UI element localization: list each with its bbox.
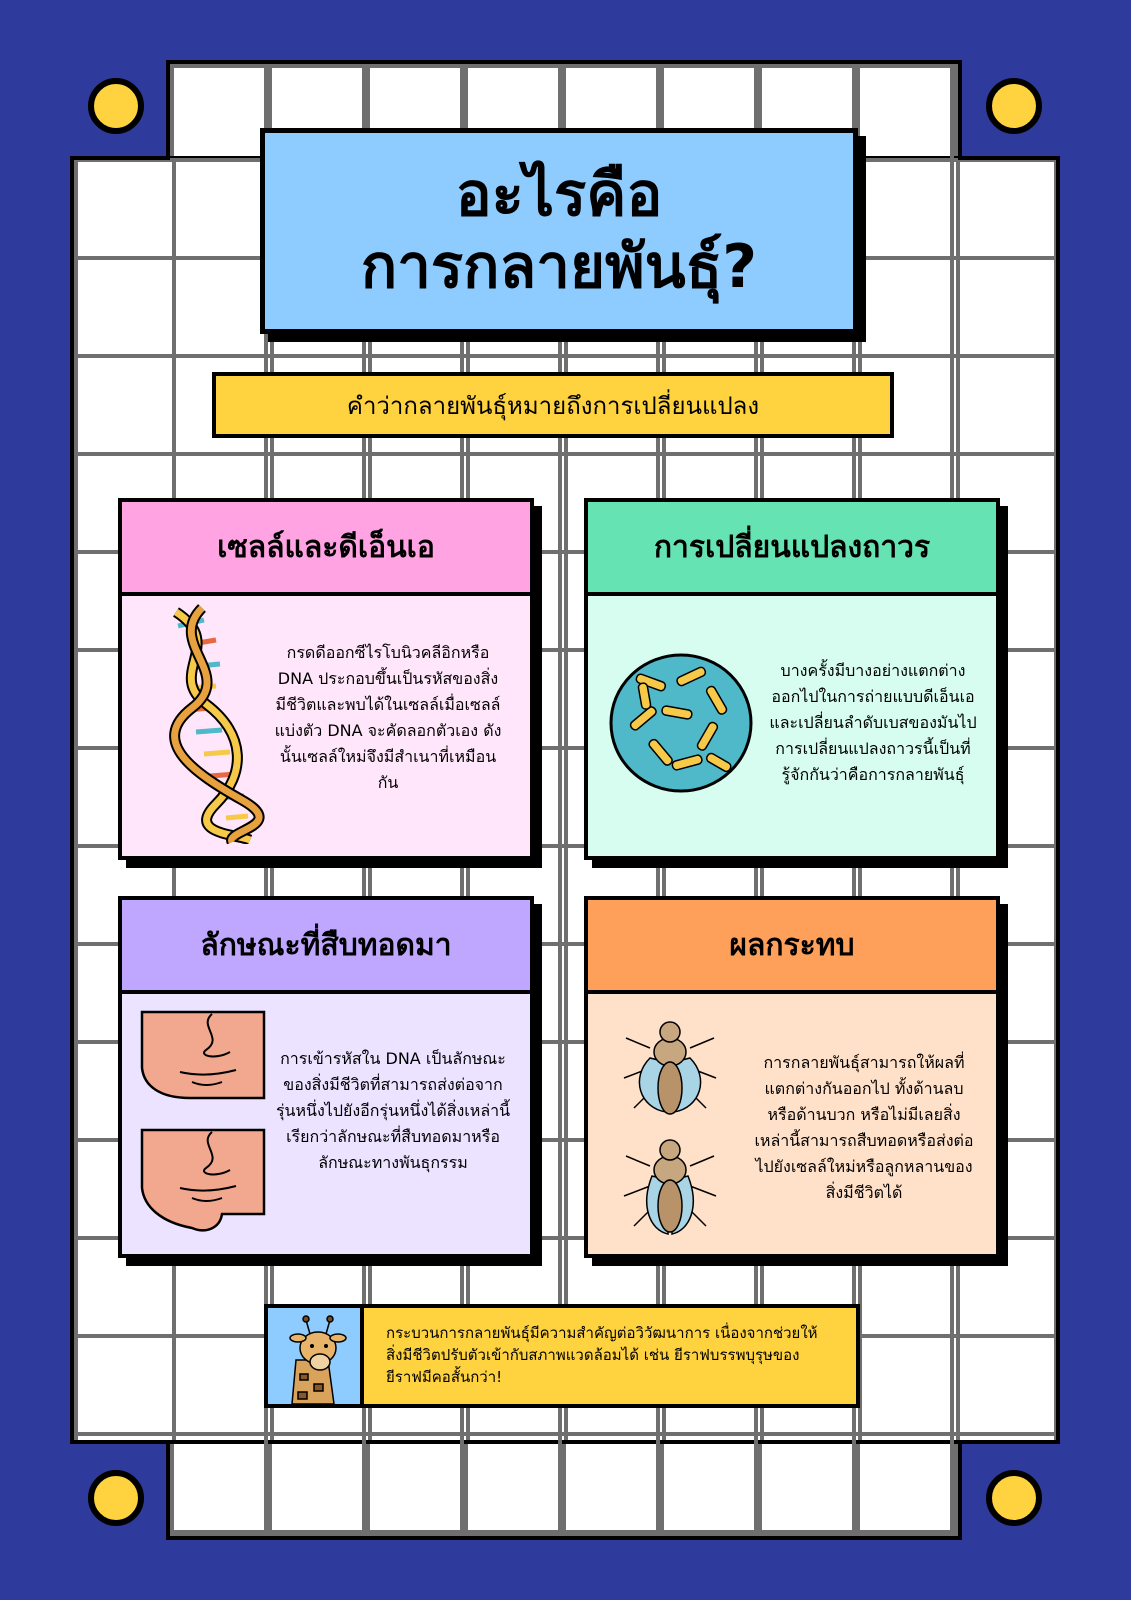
corner-dot-top-right — [986, 78, 1042, 134]
card-text: กรดดีออกซีไรโบนิวคลีอิกหรือ DNA ประกอบขึ… — [274, 643, 502, 792]
footer-note: กระบวนการกลายพันธุ์มีความสำคัญต่อวิวัฒนา… — [264, 1304, 860, 1408]
giraffe-icon — [289, 1315, 347, 1404]
card-cells-dna: เซลล์และดีเอ็นเอ กรดดีออกซีไรโบนิวคลีอิก… — [118, 498, 534, 860]
card-body: การเข้ารหัสใน DNA เป็นลักษณะของสิ่งมีชีว… — [122, 994, 530, 1254]
card-text: การเข้ารหัสใน DNA เป็นลักษณะของสิ่งมีชีว… — [275, 1049, 511, 1172]
subtitle-banner: คำว่ากลายพันธุ์หมายถึงการเปลี่ยนแปลง — [212, 372, 894, 438]
card-inherited-traits: ลักษณะที่สืบทอดมา การเข้ารหัสใน DNA เป็น… — [118, 896, 534, 1258]
corner-dot-bottom-right — [986, 1470, 1042, 1526]
card-body: บางครั้งมีบางอย่างแตกต่างออกไปในการถ่ายแ… — [588, 596, 996, 856]
footer-picture — [268, 1308, 364, 1404]
page-title: อะไรคือ การกลายพันธุ์? — [260, 128, 858, 334]
card-permanent-change: การเปลี่ยนแปลงถาวร บางครั้งมีบางอย่างแตก… — [584, 498, 1000, 860]
card-body: การกลายพันธุ์สามารถให้ผลที่แตกต่างกันออก… — [588, 994, 996, 1254]
chromosome-cell-icon — [609, 653, 753, 793]
flies-icon — [623, 1021, 717, 1235]
card-heading: ลักษณะที่สืบทอดมา — [122, 900, 530, 994]
faces-icon — [140, 1010, 266, 1232]
corner-dot-top-left — [88, 78, 144, 134]
card-body: กรดดีออกซีไรโบนิวคลีอิกหรือ DNA ประกอบขึ… — [122, 596, 530, 856]
card-heading: การเปลี่ยนแปลงถาวร — [588, 502, 996, 596]
corner-dot-bottom-left — [88, 1470, 144, 1526]
card-heading: ผลกระทบ — [588, 900, 996, 994]
title-line-1: อะไรคือ — [455, 160, 663, 230]
card-text: การกลายพันธุ์สามารถให้ผลที่แตกต่างกันออก… — [754, 1053, 974, 1202]
footer-text: กระบวนการกลายพันธุ์มีความสำคัญต่อวิวัฒนา… — [364, 1308, 856, 1404]
card-heading: เซลล์และดีเอ็นเอ — [122, 502, 530, 596]
title-line-2: การกลายพันธุ์? — [360, 232, 758, 302]
card-effects: ผลกระทบ — [584, 896, 1000, 1258]
dna-helix-icon — [169, 604, 265, 844]
card-text: บางครั้งมีบางอย่างแตกต่างออกไปในการถ่ายแ… — [769, 661, 977, 784]
